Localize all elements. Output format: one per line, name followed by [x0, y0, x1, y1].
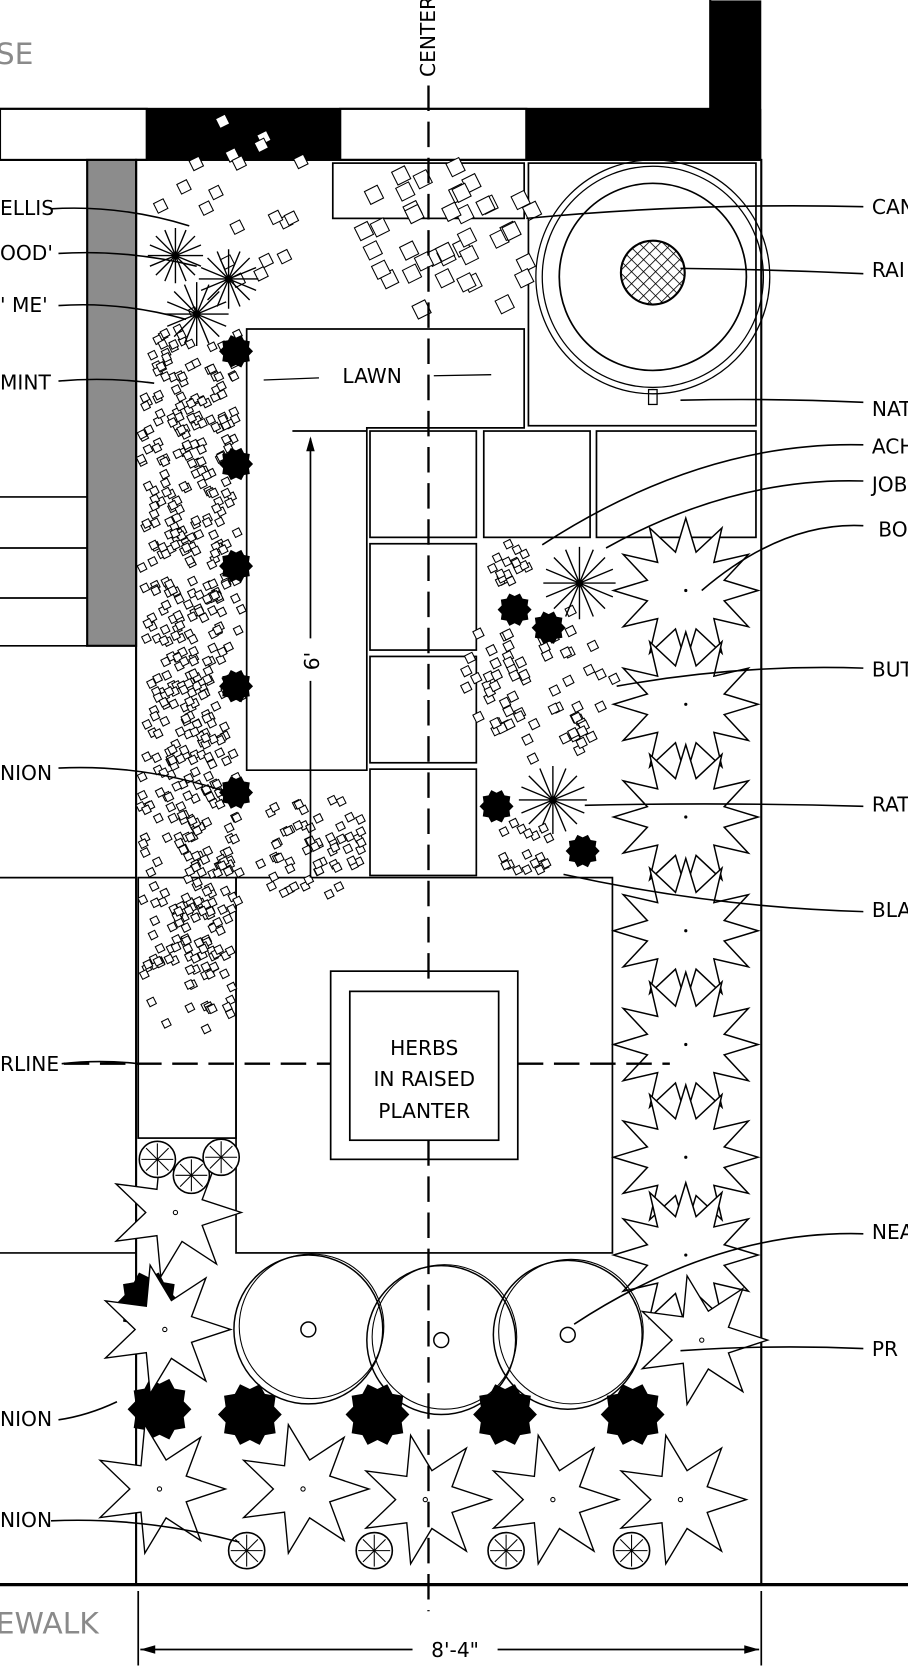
label-right-7: RAT — [872, 793, 908, 817]
dark-shrub — [219, 335, 254, 368]
spiky-plant — [518, 765, 587, 835]
svg-text:6': 6' — [300, 652, 324, 670]
leader-line — [563, 873, 864, 913]
spiky-plant — [198, 249, 259, 309]
label-right-5: BO — [878, 517, 907, 541]
leader-line — [58, 378, 155, 384]
label-left-0: ELLIS — [0, 196, 54, 220]
leader-line — [701, 524, 864, 592]
leader-line — [584, 803, 864, 808]
patio — [235, 876, 614, 1254]
dark-shrub — [497, 593, 532, 626]
gray-strip — [86, 158, 138, 647]
sidewalk-label: EWALK — [0, 1607, 100, 1642]
perennial-symbol — [241, 1422, 372, 1556]
lawn-label: LAWN — [342, 364, 401, 388]
perennial-symbol — [619, 1433, 749, 1567]
label-left-7: NION — [0, 1508, 52, 1532]
spiky-plant — [543, 546, 616, 620]
label-left-5: RLINE — [0, 1052, 59, 1076]
leader-line — [680, 267, 864, 275]
leader-line — [541, 443, 864, 546]
label-right-8: BLA — [872, 898, 908, 922]
label-right-0: CAN — [872, 195, 908, 219]
dark-shrub — [219, 447, 254, 481]
dark-shrub — [219, 776, 254, 809]
svg-text:PLANTER: PLANTER — [378, 1099, 470, 1123]
leader-line — [58, 766, 229, 794]
dark-shrub — [219, 670, 254, 703]
label-right-1: RAI — [872, 258, 905, 282]
perennial-symbol — [363, 1433, 494, 1567]
tree-canopy — [366, 1264, 517, 1416]
house-label: SE — [0, 37, 33, 72]
label-right-10: PR — [872, 1337, 898, 1361]
svg-text:HERBS: HERBS — [390, 1036, 458, 1060]
plant-labels: ELLIS OOD' ' ME' MINT NION RLINE NION NI… — [0, 195, 908, 1543]
perennial-symbol — [103, 1263, 233, 1396]
label-right-4: JOB — [870, 473, 908, 497]
tree-canopy — [492, 1259, 643, 1410]
spiky-plant — [164, 282, 229, 346]
tree-canopy — [233, 1254, 384, 1405]
centerlines: CENTER — [63, 0, 670, 1612]
dimension-width: 8'-4" — [137, 1591, 763, 1666]
label-left-1: OOD' — [0, 241, 53, 265]
svg-text:8'-4": 8'-4" — [431, 1638, 479, 1662]
dark-shrub — [479, 790, 514, 823]
label-left-6: NION — [0, 1407, 52, 1431]
leader-line — [616, 666, 864, 687]
label-left-2: ' ME' — [0, 293, 48, 317]
leader-line — [50, 207, 190, 227]
rain-barrel — [527, 159, 771, 427]
dark-shrub — [345, 1384, 410, 1445]
centerline-label: CENTER — [416, 0, 440, 77]
perennial-symbol — [98, 1422, 228, 1556]
dark-shrub — [127, 1378, 192, 1440]
lawn — [245, 328, 526, 772]
leader-line — [680, 398, 864, 404]
herb-planter: HERBS IN RAISED PLANTER — [329, 970, 519, 1161]
label-right-9: NEA — [872, 1220, 908, 1244]
dimension-6ft: 6' — [292, 430, 367, 878]
perennial-symbol — [491, 1433, 622, 1567]
leader-line — [680, 1346, 864, 1352]
leader-line — [61, 1060, 139, 1065]
leader-line — [58, 1401, 118, 1421]
svg-text:IN RAISED: IN RAISED — [373, 1067, 475, 1091]
leader-line — [573, 1232, 864, 1325]
leader-line — [526, 205, 864, 220]
leader-line — [58, 303, 187, 321]
spiky-plant — [147, 227, 204, 284]
dark-shrub — [531, 611, 566, 644]
dark-shrub — [565, 834, 600, 868]
label-right-2: NAT — [872, 397, 908, 421]
dark-shrub — [600, 1384, 665, 1445]
perennial-symbol — [640, 1273, 770, 1407]
leader-line — [605, 479, 864, 549]
leader-line — [58, 251, 197, 268]
plants — [98, 113, 770, 1570]
dark-shrub — [473, 1384, 537, 1445]
leader-line — [50, 1519, 240, 1543]
label-left-3: MINT — [0, 371, 51, 395]
label-right-6: BUT — [872, 658, 908, 682]
house: SE — [0, 0, 762, 161]
dark-shrub — [219, 549, 254, 583]
label-right-3: ACH — [872, 434, 908, 458]
pavers — [369, 430, 757, 877]
label-left-4: NION — [0, 761, 52, 785]
dark-shrub — [217, 1384, 282, 1445]
